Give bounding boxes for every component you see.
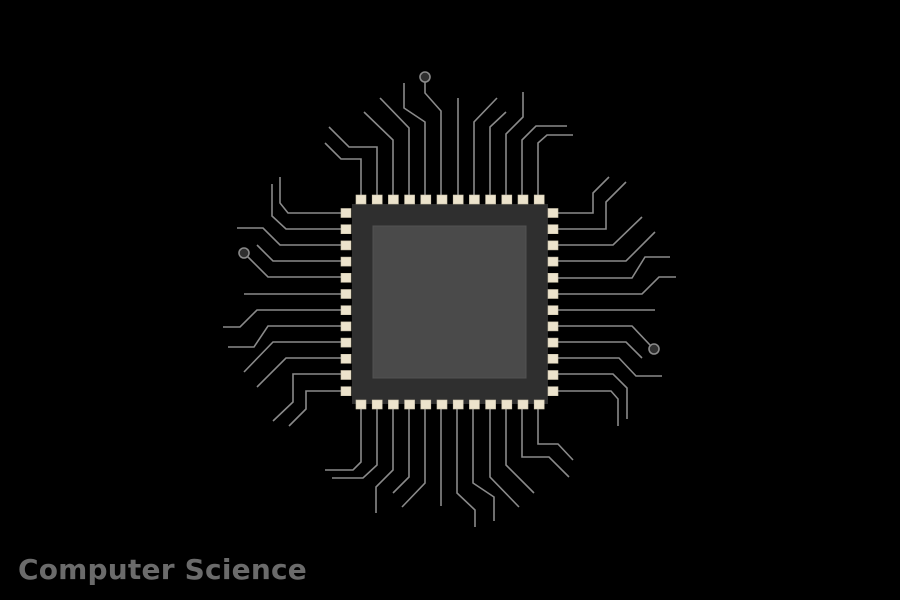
chip-package [352,204,548,404]
via-left [238,247,250,259]
via-dots [238,71,660,355]
chip-pin [485,399,496,410]
chip-pin [388,194,399,205]
chip-pin [452,194,464,205]
chip-pin [469,399,480,410]
chip-pin [340,386,352,397]
chip-pin [340,240,352,251]
chip-pin [436,399,448,410]
circuit-traces [223,82,676,527]
chip-pin [340,370,352,380]
chip-pin [340,305,352,316]
chip-pin [469,194,480,205]
chip-pin [547,386,559,397]
chip-pin [547,337,559,348]
chip-pin [436,194,448,205]
chip-pin [533,399,545,410]
chip-die [372,225,527,379]
chip-pin [547,305,559,316]
chip-pin [533,194,545,205]
chip-pin [340,208,352,218]
chip-pin [501,399,513,410]
chip-pin [340,337,352,348]
chip-pin [420,399,432,410]
chip-pin [355,194,367,205]
chip-pin [340,289,352,299]
chip-pin [388,399,399,410]
chip-pin [340,256,352,267]
chip-pin [547,321,559,332]
caption-title: Computer Science [18,553,307,586]
chip-pin [547,208,559,218]
chip-pin [340,353,352,364]
chip-pin [404,194,415,205]
chip-pin [547,353,559,364]
chip-pin [340,272,352,283]
chip-pin [517,194,529,205]
chip-pin [404,399,415,410]
chip-pin [547,256,559,267]
chip-pin [547,240,559,251]
chip-pin [547,370,559,380]
chip-pin [355,399,367,410]
chip-pin [547,272,559,283]
chip-pin [485,194,496,205]
chip-pin [452,399,464,410]
chip-pin [340,224,352,234]
via-top [419,71,431,83]
chip-pin [371,194,383,205]
via-right [648,343,660,355]
chip-pin [420,194,432,205]
chip-pin [547,224,559,234]
chip-pads [340,194,559,410]
chip-pin [340,321,352,332]
chip-pin [371,399,383,410]
chip-pin [517,399,529,410]
chip-pin [547,289,559,299]
chip-pin [501,194,513,205]
